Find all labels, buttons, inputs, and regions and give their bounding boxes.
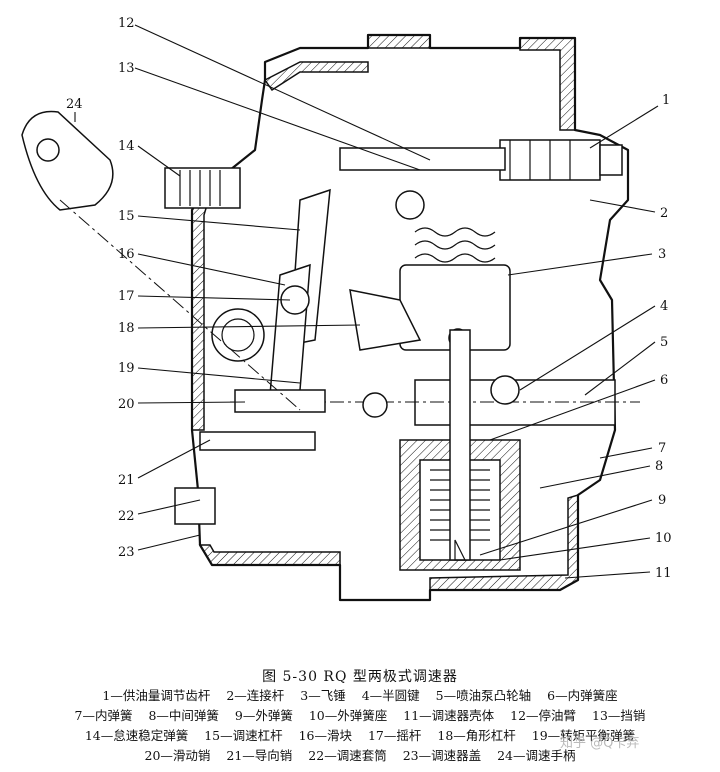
legend-item: 10—外弹簧座 — [308, 708, 388, 723]
legend-item: 21—导向销 — [226, 748, 293, 763]
spring-cartridge — [399, 329, 521, 571]
svg-text:3: 3 — [658, 247, 666, 262]
callout-12: 12 — [118, 16, 431, 161]
legend-item: 19—转矩平衡弹簧 — [531, 728, 636, 743]
callout-4: 4 — [519, 299, 668, 391]
legend-item: 12—停油臂 — [510, 708, 577, 723]
svg-text:24: 24 — [66, 97, 83, 112]
legend-item: 22—调速套筒 — [308, 748, 387, 763]
callout-8: 8 — [539, 459, 663, 489]
svg-text:2: 2 — [660, 206, 668, 221]
parts-legend: 1—供油量调节齿杆 2—连接杆 3—飞锤 4—半圆键 5—喷油泵凸轮轴 6—内弹… — [6, 686, 714, 766]
svg-text:1: 1 — [662, 93, 670, 108]
callout-13: 13 — [118, 61, 421, 171]
control-lever — [21, 110, 301, 411]
legend-item: 14—怠速稳定弹簧 — [84, 728, 189, 743]
svg-text:14: 14 — [118, 139, 135, 154]
svg-text:15: 15 — [118, 209, 135, 224]
callout-9: 9 — [479, 493, 666, 556]
control-rack — [339, 139, 623, 181]
legend-item: 6—内弹簧座 — [547, 688, 618, 703]
legend-item: 8—中间弹簧 — [148, 708, 219, 723]
svg-text:5: 5 — [660, 335, 668, 350]
legend-item: 2—连接杆 — [226, 688, 285, 703]
svg-text:10: 10 — [655, 531, 672, 546]
legend-item: 23—调速器盖 — [402, 748, 482, 763]
callout-16: 16 — [118, 247, 286, 286]
governor-cross-section-drawing: 1 2 3 4 5 6 7 8 9 10 11 12 — [21, 16, 672, 602]
svg-text:19: 19 — [118, 361, 135, 376]
legend-line-2: 7—内弹簧 8—中间弹簧 9—外弹簧 10—外弹簧座 11—调速器壳体 12—停… — [6, 706, 714, 726]
callout-21: 21 — [118, 439, 211, 488]
svg-text:9: 9 — [658, 493, 666, 508]
callout-10: 10 — [499, 531, 672, 561]
callout-22: 22 — [118, 499, 201, 524]
legend-item: 13—挡销 — [592, 708, 646, 723]
watermark: 知乎 @Q卡弃 — [560, 736, 640, 751]
svg-text:18: 18 — [118, 321, 135, 336]
callout-6: 6 — [489, 373, 668, 441]
callout-14: 14 — [118, 139, 181, 177]
legend-item: 17—摇杆 — [367, 728, 422, 743]
legend-line-1: 1—供油量调节齿杆 2—连接杆 3—飞锤 4—半圆键 5—喷油泵凸轮轴 6—内弹… — [6, 686, 714, 706]
svg-text:22: 22 — [118, 509, 135, 524]
callout-18: 18 — [118, 321, 361, 336]
legend-line-3: 14—怠速稳定弹簧 15—调速杠杆 16—滑块 17—摇杆 18—角形杠杆 19… — [6, 726, 714, 746]
svg-text:20: 20 — [118, 397, 135, 412]
callout-1: 1 — [589, 93, 670, 149]
svg-text:7: 7 — [658, 441, 666, 456]
svg-text:6: 6 — [660, 373, 668, 388]
legend-item: 20—滑动销 — [144, 748, 211, 763]
legend-item: 16—滑块 — [298, 728, 352, 743]
callout-11: 11 — [564, 566, 672, 581]
figure-title: 图 5-30 RQ 型两极式调速器 — [262, 669, 458, 685]
svg-text:12: 12 — [118, 16, 135, 31]
callout-20: 20 — [118, 397, 246, 412]
callout-7: 7 — [599, 441, 666, 459]
legend-item: 3—飞锤 — [300, 688, 346, 703]
legend-item: 5—喷油泵凸轮轴 — [435, 688, 532, 703]
callout-24: 24 — [66, 97, 83, 122]
svg-text:23: 23 — [118, 545, 135, 560]
camshaft — [230, 375, 640, 426]
svg-text:11: 11 — [655, 566, 672, 581]
legend-item: 1—供油量调节齿杆 — [102, 688, 211, 703]
legend-item: 15—调速杠杆 — [204, 728, 283, 743]
callout-17: 17 — [118, 289, 291, 304]
callout-23: 23 — [118, 534, 201, 560]
legend-item: 9—外弹簧 — [234, 708, 293, 723]
legend-item: 7—内弹簧 — [74, 708, 133, 723]
svg-text:8: 8 — [655, 459, 663, 474]
svg-text:13: 13 — [118, 61, 135, 76]
legend-item: 18—角形杠杆 — [437, 728, 516, 743]
callout-5: 5 — [584, 335, 668, 396]
legend-line-4: 20—滑动销 21—导向销 22—调速套筒 23—调速器盖 24—调速手柄 — [6, 746, 714, 766]
callout-15: 15 — [118, 209, 301, 231]
legend-item: 4—半圆键 — [361, 688, 420, 703]
svg-text:16: 16 — [118, 247, 135, 262]
callout-19: 19 — [118, 361, 301, 384]
svg-text:21: 21 — [118, 473, 135, 488]
legend-item: 24—调速手柄 — [497, 748, 576, 763]
svg-text:4: 4 — [660, 299, 668, 314]
svg-text:17: 17 — [118, 289, 135, 304]
legend-item: 11—调速器壳体 — [403, 708, 495, 723]
callout-2: 2 — [589, 199, 668, 221]
governor-housing — [190, 33, 630, 602]
callout-3: 3 — [507, 247, 666, 276]
